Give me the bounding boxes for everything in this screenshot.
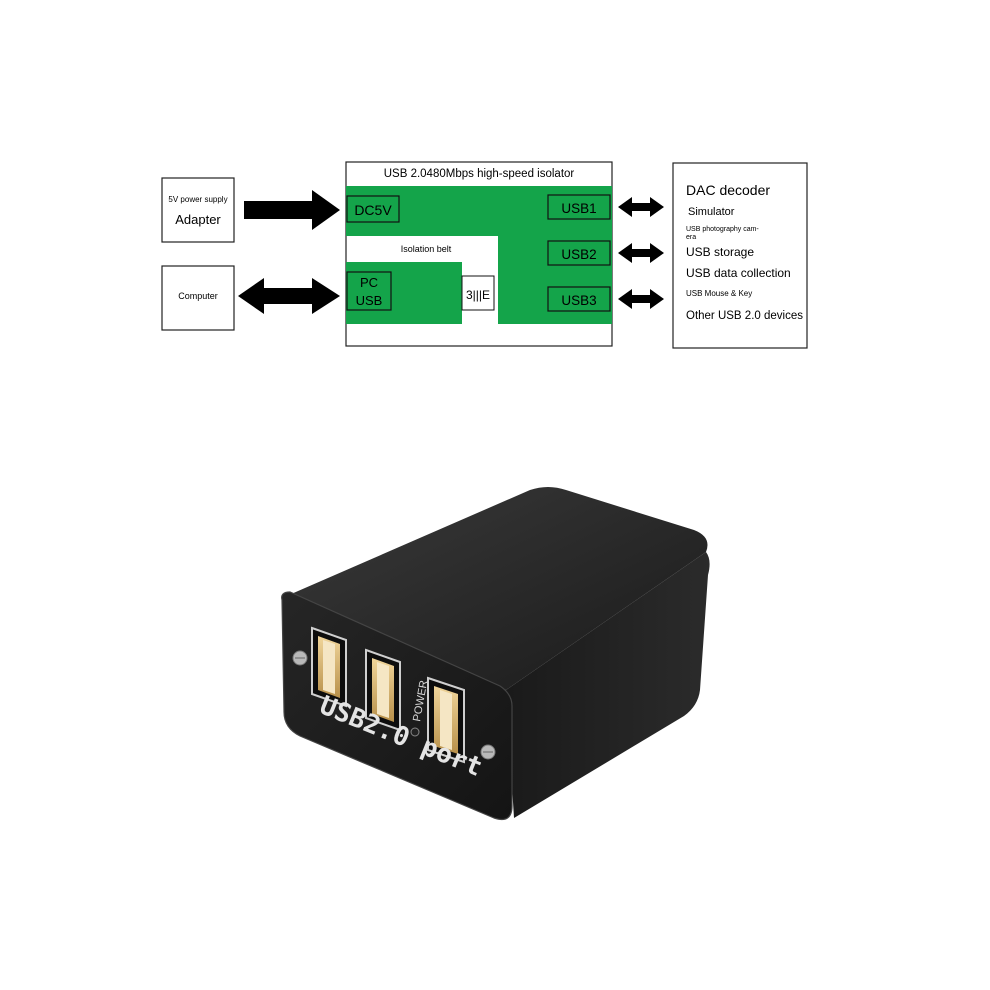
devices-box: DAC decoder Simulator USB photography ca… — [672, 162, 808, 349]
power-arrow — [244, 190, 340, 230]
usb3-port-label: USB3 — [561, 293, 596, 308]
devices-title: DAC decoder — [686, 182, 770, 198]
usb-port-icon — [365, 648, 401, 732]
isolator-title: USB 2.0480Mbps high-speed isolator — [384, 168, 575, 180]
pc-usb-port-label-line2: USB — [356, 293, 383, 308]
usb1-port — [547, 194, 611, 220]
dc5v-port — [346, 195, 400, 223]
usb2-port-label: USB2 — [561, 247, 596, 262]
transformer-symbol: 3|||E — [466, 288, 490, 302]
computer-label: Computer — [178, 291, 218, 301]
usb3-link-arrow — [618, 289, 664, 309]
power-led-icon — [410, 727, 420, 737]
device-item: USB photography cam- — [686, 226, 759, 233]
power-supply-small-label: 5V power supply — [168, 195, 227, 204]
case-side — [506, 552, 710, 818]
pc-usb-port-label-line1: PC — [360, 275, 378, 290]
usb-port-icon — [427, 676, 465, 764]
block-diagram: 5V power supply Adapter Computer USB 2.0… — [161, 161, 808, 349]
computer-link-arrow — [238, 278, 340, 314]
device-item: Simulator — [688, 206, 735, 218]
transformer-box — [461, 275, 495, 311]
computer-box: Computer — [161, 265, 235, 331]
device-item: USB Mouse & Key — [686, 289, 752, 298]
usb2-link-arrow — [618, 243, 664, 263]
usb1-link-arrow — [618, 197, 664, 217]
dc5v-port-label: DC5V — [354, 202, 392, 218]
usb-port-icon — [311, 626, 347, 708]
power-supply-box: 5V power supply Adapter — [161, 177, 235, 243]
device-item: USB storage — [686, 245, 754, 259]
device-item: Other USB 2.0 devices — [686, 310, 803, 322]
device-item: era — [686, 234, 696, 241]
product-photo: POWER USB2.0 port — [281, 487, 710, 821]
device-item: USB data collection — [686, 266, 791, 280]
usb2-port — [547, 240, 611, 266]
isolator-box: USB 2.0480Mbps high-speed isolator Isola… — [345, 161, 613, 347]
usb3-port — [547, 286, 611, 312]
pc-usb-port — [346, 271, 392, 311]
power-supply-label: Adapter — [175, 212, 221, 227]
isolation-belt-label: Isolation belt — [401, 244, 452, 254]
isolator-board — [346, 186, 612, 324]
usb1-port-label: USB1 — [561, 201, 596, 216]
